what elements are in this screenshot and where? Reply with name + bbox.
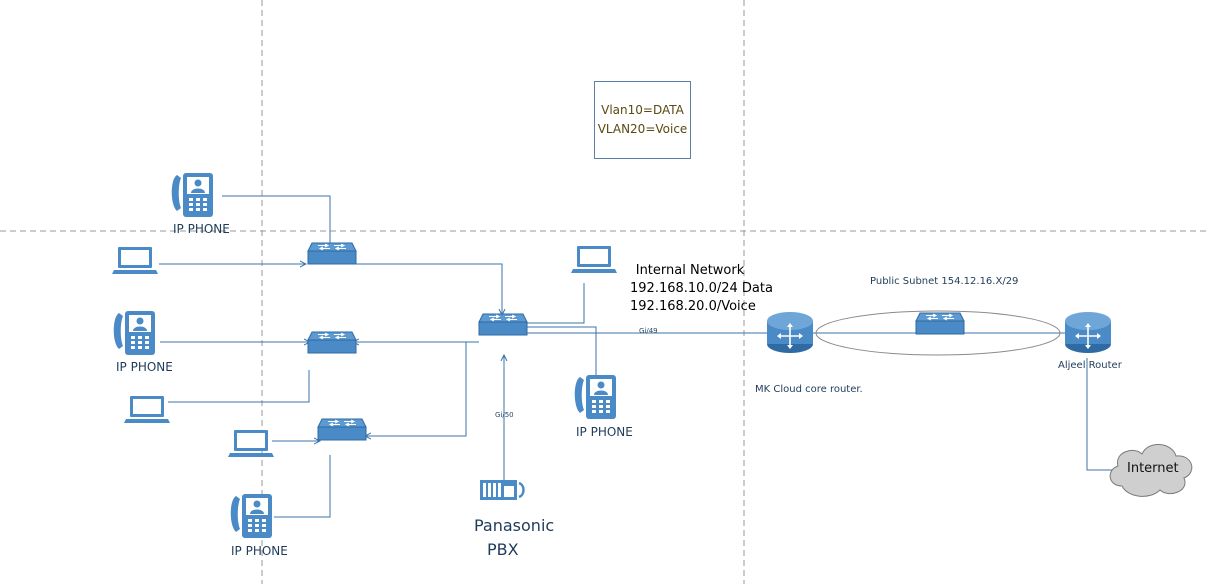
pbx-label-line2: PBX [487, 540, 519, 559]
ip-phone-label: IP PHONE [576, 425, 633, 439]
internal-network-info: Internal Network 192.168.10.0/24 Data 19… [630, 262, 773, 316]
ip-phone-label: IP PHONE [116, 360, 173, 374]
edge-router-icon[interactable] [1064, 311, 1112, 354]
pbx-port-label: Gi/50 [495, 411, 514, 419]
access-switch-middle[interactable] [307, 331, 357, 354]
public-switch[interactable] [915, 312, 965, 335]
internal-network-title: Internal Network [635, 263, 745, 278]
public-subnet-ring [815, 310, 1061, 356]
vlan-legend: Vlan10=DATA VLAN20=Voice [594, 81, 691, 159]
ip-phone-label: IP PHONE [173, 222, 230, 236]
laptop-icon[interactable] [124, 396, 170, 423]
ip-phone-label: IP PHONE [231, 544, 288, 558]
connections [159, 195, 1114, 518]
subnet-data: 192.168.10.0/24 Data [630, 281, 773, 296]
subnet-voice: 192.168.20.0/Voice [630, 299, 756, 314]
core-switch[interactable] [478, 313, 528, 336]
ip-phone-icon[interactable] [171, 173, 213, 217]
core-router-icon[interactable] [766, 311, 814, 354]
ip-phone-icon[interactable] [230, 494, 272, 538]
public-subnet-label: Public Subnet 154.12.16.X/29 [870, 276, 1019, 287]
legend-line-data: Vlan10=DATA [601, 103, 684, 117]
core-router-label: MK Cloud core router. [755, 384, 863, 395]
pbx-label-line1: Panasonic [474, 516, 555, 535]
internet-label: Internet [1127, 461, 1179, 476]
laptop-icon[interactable] [112, 247, 158, 274]
legend-line-voice: VLAN20=Voice [597, 122, 688, 136]
laptop-icon[interactable] [228, 430, 274, 457]
edge-router-label: Aljeel Router [1058, 360, 1122, 371]
laptop-icon[interactable] [571, 246, 617, 273]
ip-phone-icon[interactable] [574, 375, 616, 419]
uplink-port-label: Gi/49 [639, 327, 658, 335]
ip-phone-icon[interactable] [113, 311, 155, 355]
access-switch-top[interactable] [307, 242, 357, 265]
access-switch-bottom[interactable] [317, 418, 367, 441]
pbx-icon[interactable] [480, 480, 525, 500]
internet-cloud-icon[interactable] [1109, 444, 1193, 497]
